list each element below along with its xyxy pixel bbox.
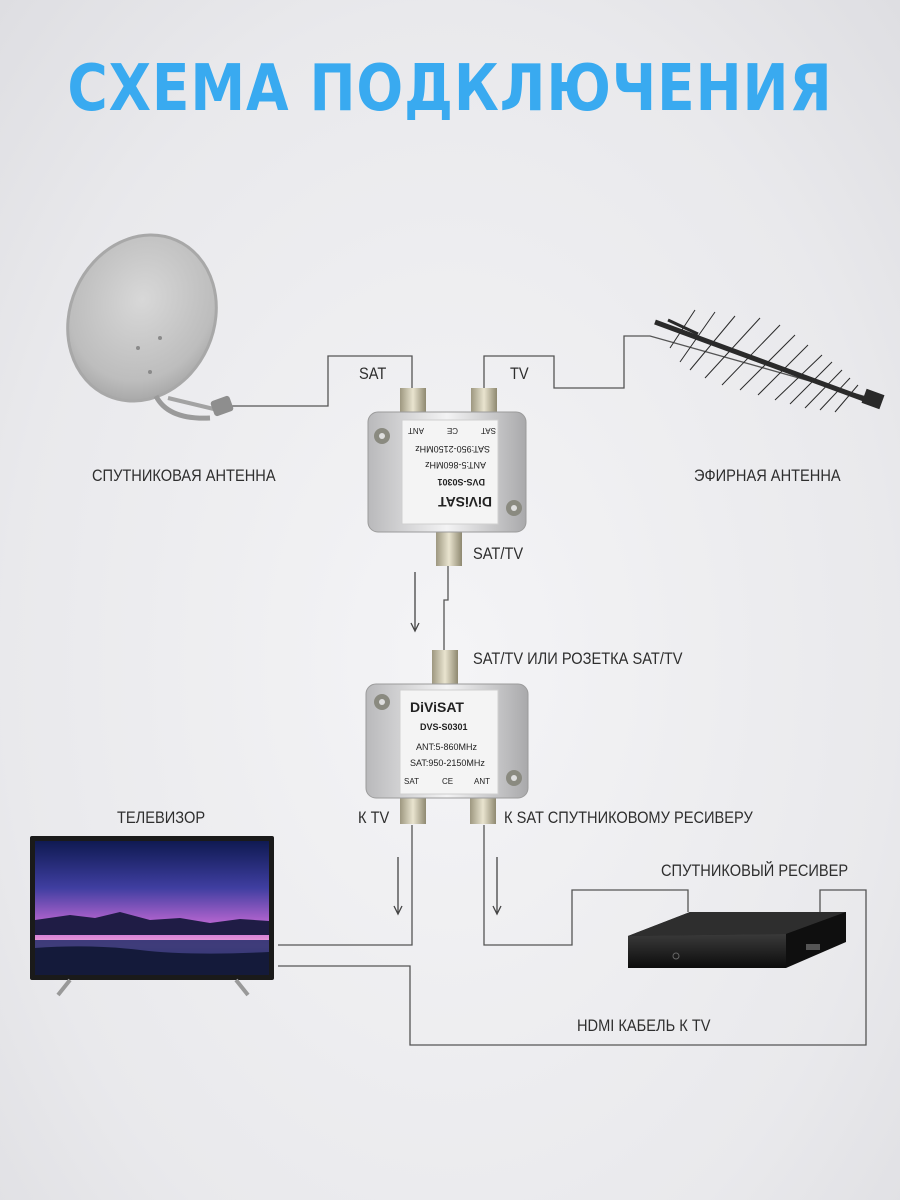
page-title: СХЕМА ПОДКЛЮЧЕНИЯ xyxy=(67,52,833,126)
satellite-receiver-icon xyxy=(628,912,846,968)
brand-text: DiViSAT xyxy=(410,699,464,715)
sat-range-text: SAT:950-2150MHz xyxy=(415,444,490,454)
ce-mark: CE xyxy=(447,426,458,435)
satellite-dish-icon xyxy=(66,233,234,421)
flow-arrows xyxy=(393,572,502,916)
tv-set-label: ТЕЛЕВИЗОР xyxy=(117,808,206,827)
diplexer-bottom: DiViSAT DVS-S0301 ANT:5-860MHz SAT:950-2… xyxy=(365,650,529,824)
wires xyxy=(232,335,871,1046)
arrow-down-icon xyxy=(393,857,403,916)
sat-port-label: SAT xyxy=(359,364,387,383)
sat-range-text: SAT:950-2150MHz xyxy=(410,758,485,768)
ant-range-text: ANT:5-860MHz xyxy=(416,742,478,752)
wire-hdmi xyxy=(278,889,867,1046)
hdmi-cable-label: HDMI КАБЕЛЬ К TV xyxy=(577,1016,711,1035)
air-antenna-label: ЭФИРНАЯ АНТЕННА xyxy=(694,466,841,485)
satellite-antenna-label: СПУТНИКОВАЯ АНТЕННА xyxy=(92,466,276,485)
to-tv-label: К TV xyxy=(358,808,390,827)
wire-diplexer-to-tv xyxy=(278,825,413,946)
port-sat-text: SAT xyxy=(481,426,496,435)
arrow-down-icon xyxy=(410,572,420,633)
model-text: DVS-S0301 xyxy=(420,722,468,732)
port-ant-text: ANT xyxy=(408,426,424,435)
to-sat-receiver-label: К SAT СПУТНИКОВОМУ РЕСИВЕРУ xyxy=(504,808,753,827)
port-sat-text: SAT xyxy=(404,777,419,786)
brand-text: DiViSAT xyxy=(438,494,492,510)
tv-icon xyxy=(30,836,274,997)
diplexer-top: DiViSAT DVS-S0301 ANT:5-860MHz SAT:950-2… xyxy=(367,388,527,566)
wire-antenna-to-tv xyxy=(483,335,871,402)
arrow-down-icon xyxy=(492,857,502,916)
port-ant-text: ANT xyxy=(474,777,490,786)
wire-diplexer-to-receiver xyxy=(483,825,689,946)
ce-mark: CE xyxy=(442,777,453,786)
ant-range-text: ANT:5-860MHz xyxy=(424,460,486,470)
satellite-receiver-label: СПУТНИКОВЫЙ РЕСИВЕР xyxy=(661,861,849,880)
terrestrial-antenna-icon xyxy=(654,309,885,413)
sat-tv-socket-label: SAT/TV ИЛИ РОЗЕТКА SAT/TV xyxy=(473,649,683,668)
tv-port-label: TV xyxy=(510,364,529,383)
wire-splitter-to-diplexer xyxy=(443,566,449,655)
model-text: DVS-S0301 xyxy=(437,477,485,487)
wire-dish-to-sat xyxy=(232,355,413,407)
sat-tv-output-label: SAT/TV xyxy=(473,544,524,563)
